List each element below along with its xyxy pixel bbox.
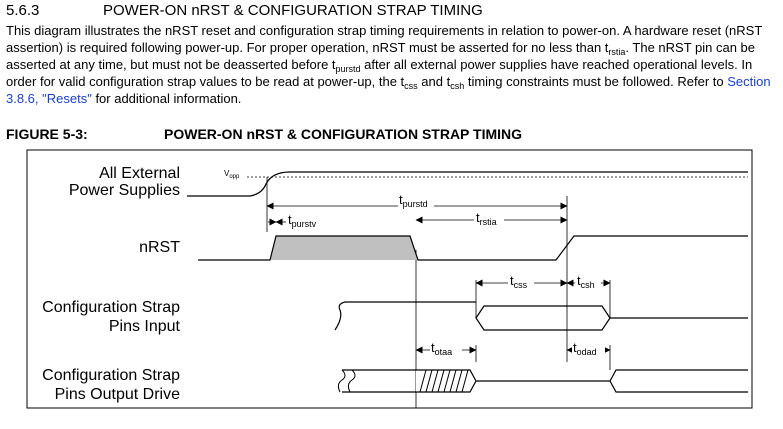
nrst-waveform	[198, 235, 748, 261]
paragraph-sub-csh: csh	[450, 81, 465, 91]
description-paragraph: This diagram illustrates the nRST reset …	[6, 22, 776, 107]
timing-csh: tcsh	[566, 273, 611, 290]
timing-otaa: totaa	[415, 340, 477, 357]
paragraph-sub-css: css	[404, 81, 418, 91]
label-csh: tcsh	[577, 273, 595, 290]
label-strap-input-line2: Pins Input	[109, 318, 181, 335]
paragraph-text-6: for additional information.	[91, 91, 242, 106]
figure-caption: FIGURE 5-3: POWER-ON nRST & CONFIGURATION…	[6, 126, 522, 142]
paragraph-text-4: and t	[417, 74, 451, 89]
timing-purstd: tpurstd	[266, 192, 568, 210]
tristate-hatch	[419, 369, 469, 393]
label-power-line2: Power Supplies	[69, 182, 180, 199]
power-supplies-waveform: Vopp	[187, 169, 748, 197]
label-strap-output-line1: Configuration Strap	[42, 367, 180, 384]
label-rstia: trstia	[476, 210, 497, 227]
label-strap-input-line1: Configuration Strap	[42, 299, 180, 316]
label-purstd: tpurstd	[399, 192, 428, 209]
section-heading: 5.6.3 POWER-ON nRST & CONFIGURATION STRAP…	[6, 2, 483, 19]
strap-output-waveform	[337, 369, 748, 393]
figure-number: FIGURE 5-3:	[6, 126, 88, 142]
paragraph-sub-purstd: purstd	[335, 64, 361, 74]
resets-section-link[interactable]: Section 3.8.6, "Resets"	[6, 74, 771, 106]
vopp-label: Vopp	[224, 169, 240, 180]
strap-input-waveform	[334, 301, 748, 331]
section-number: 5.6.3	[6, 2, 40, 19]
timing-css: tcss	[475, 273, 568, 290]
timing-purstv: tpurstv	[268, 212, 317, 229]
label-nrst: nRST	[139, 239, 180, 256]
paragraph-text-2: . The nRST pin can be asserted at any ti…	[6, 40, 756, 72]
label-strap-output-line2: Pins Output Drive	[55, 386, 180, 403]
label-odad: todad	[573, 340, 597, 357]
timing-odad: todad	[566, 340, 611, 357]
label-css: tcss	[510, 273, 528, 290]
paragraph-text-1: This diagram illustrates the nRST reset …	[6, 23, 763, 55]
paragraph-text-5: timing constraints must be followed. Ref…	[464, 74, 728, 89]
figure-title: POWER-ON nRST & CONFIGURATION STRAP TIMI…	[164, 126, 523, 142]
label-power-line1: All External	[99, 165, 180, 182]
diagram-frame	[26, 149, 753, 409]
timing-rstia: trstia	[415, 210, 568, 227]
section-title: POWER-ON nRST & CONFIGURATION STRAP TIMI…	[103, 2, 483, 19]
paragraph-text-3: after all external power supplies have r…	[6, 57, 753, 89]
paragraph-sub-rstia: rstia	[608, 47, 626, 57]
label-otaa: totaa	[431, 340, 452, 357]
label-purstv: tpurstv	[288, 212, 317, 229]
